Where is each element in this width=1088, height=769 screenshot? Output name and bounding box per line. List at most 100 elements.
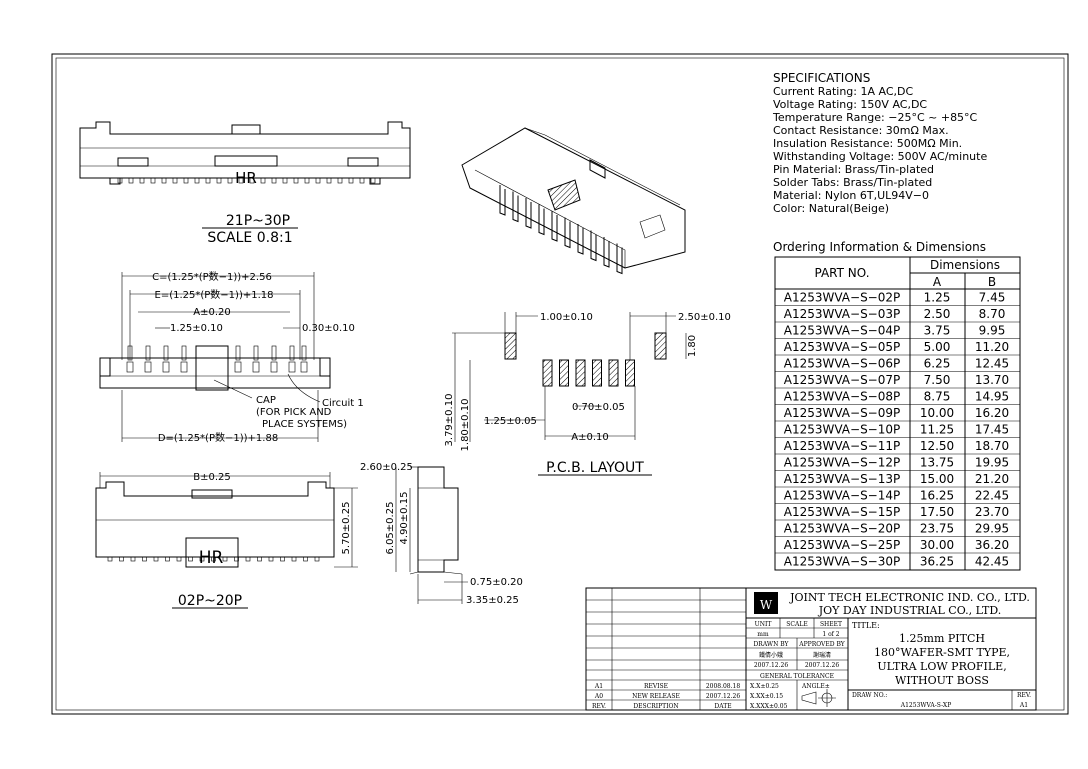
pin-tab (183, 177, 189, 184)
bottom-view-label: 02P~20P (178, 593, 242, 609)
bottom-pin (211, 556, 216, 562)
front-pin (271, 345, 277, 361)
dim-b-cell: 23.70 (975, 505, 1009, 519)
dim-a-cell: 17.50 (920, 505, 954, 519)
dim-a-cell: 10.00 (920, 406, 954, 420)
part-number-cell: A1253WVA−S−02P (784, 291, 901, 305)
tol-3: X.XXX±0.05 (750, 703, 788, 710)
dim-b-cell: 12.45 (975, 357, 1009, 371)
pcb-dim-379: 3.79±0.10 (444, 394, 455, 447)
dim-a-cell: 36.25 (920, 555, 954, 569)
draw-no-label: DRAW NO.: (852, 692, 887, 699)
pin-tab (238, 177, 244, 184)
pin-tab (172, 177, 178, 184)
part-number-cell: A1253WVA−S−14P (784, 489, 901, 503)
ordering-table: Ordering Information & Dimensions PART N… (773, 240, 1021, 571)
spec-line: Color: Natural(Beige) (773, 202, 889, 215)
pcb-dim-a010: A±0.10 (571, 432, 609, 443)
spec-line: Solder Tabs: Brass/Tin-plated (773, 176, 932, 189)
bottom-pin (119, 556, 124, 562)
date-cell: 2008.08.18 (706, 683, 741, 690)
spec-line: Insulation Resistance: 500MΩ Min. (773, 137, 962, 150)
front-pin-slot (252, 361, 260, 373)
part-number-cell: A1253WVA−S−13P (784, 472, 901, 486)
bottom-pin (222, 556, 228, 562)
bottom-pin (280, 556, 285, 562)
pin-tab (337, 177, 343, 184)
front-pin-slot (126, 361, 134, 373)
col-dims-header: Dimensions (930, 258, 1000, 272)
dim-h490: 4.90±0.15 (399, 492, 410, 545)
pin-tab (139, 177, 145, 184)
dim-a-cell: 5.00 (924, 340, 951, 354)
dim-a-cell: 11.25 (920, 423, 954, 437)
bottom-view-02-20: HR B±0.25 5.70±0.25 02P~20P (95, 472, 358, 609)
desc-cell: REVISE (644, 683, 668, 690)
pcb-dim-180: 1.80 (687, 335, 698, 357)
rev-header: REV. (592, 703, 606, 710)
dim-b-cell: 11.20 (975, 340, 1009, 354)
spec-line: Pin Material: Brass/Tin-plated (773, 163, 934, 176)
bottom-pin (199, 556, 205, 562)
front-pin (145, 345, 151, 361)
pin-tab (304, 177, 310, 184)
dim-a-cell: 13.75 (920, 456, 954, 470)
spec-line: Material: Nylon 6T,UL94V−0 (773, 189, 929, 202)
title-line: WITHOUT BOSS (895, 674, 989, 687)
title-line: 1.25mm PITCH (899, 632, 985, 645)
part-number-cell: A1253WVA−S−11P (784, 439, 901, 453)
bottom-pin (291, 556, 297, 562)
front-pin (253, 345, 259, 361)
dim-b-cell: 9.95 (979, 324, 1006, 338)
bottom-pin (153, 556, 159, 562)
company-name-1: JOINT TECH ELECTRONIC IND. CO., LTD. (789, 591, 1030, 604)
dim-a-cell: 1.25 (924, 291, 951, 305)
specifications-block: SPECIFICATIONS Current Rating: 1A AC,DC … (772, 71, 987, 215)
dim-b-cell: 29.95 (975, 522, 1009, 536)
pin-tab (117, 177, 123, 184)
bottom-pin (234, 556, 239, 562)
pin-tab (150, 177, 156, 184)
spec-line: Withstanding Voltage: 500V AC/minute (773, 150, 987, 163)
approved-by-name: 謝瑞清 (813, 651, 831, 659)
pin-tab (370, 177, 376, 184)
date-header: DATE (714, 703, 731, 710)
front-pin-slot (270, 361, 278, 373)
approved-by-label: APPROVED BY (798, 641, 845, 648)
pcb-pad (608, 359, 619, 387)
desc-cell: NEW RELEASE (632, 693, 680, 700)
pin-tab (205, 177, 211, 184)
dim-w335: 3.35±0.25 (466, 595, 519, 606)
drawn-date: 2007.12.26 (754, 662, 789, 669)
dim-a-cell: 15.00 (920, 472, 954, 486)
side-view: 2.60±0.25 6.05±0.25 4.90±0.15 0.75±0.20 … (360, 462, 523, 606)
dim-a-cell: 8.75 (924, 390, 951, 404)
front-pin-slot (234, 361, 242, 373)
pcb-dim-100: 1.00±0.10 (540, 312, 593, 323)
pin-tab (260, 177, 266, 184)
tol-2: X.XX±0.15 (750, 693, 783, 700)
dim-a-cell: 23.75 (920, 522, 954, 536)
front-pin (163, 345, 169, 361)
pin-tab (161, 177, 167, 184)
dim-a-cell: 12.50 (920, 439, 954, 453)
sheet-label: SHEET (820, 621, 842, 628)
col-b-header: B (988, 275, 996, 289)
scale-label: SCALE 0.8:1 (207, 230, 292, 246)
iso-pin (577, 224, 584, 255)
bottom-pin (176, 556, 182, 562)
title-line: ULTRA LOW PROFILE, (877, 660, 1006, 673)
part-number-cell: A1253WVA−S−05P (784, 340, 901, 354)
dim-pitch: 1.25±0.10 (170, 323, 223, 334)
cap-label-2: (FOR PICK AND (256, 407, 332, 418)
pcb-layout-label: P.C.B. LAYOUT (546, 460, 644, 476)
hr-mark-top: HR (235, 169, 257, 187)
pin-tab (271, 177, 277, 184)
dim-a-cell: 7.50 (924, 373, 951, 387)
dim-a-cell: 6.25 (924, 357, 951, 371)
part-number-cell: A1253WVA−S−07P (784, 373, 901, 387)
dim-b025: B±0.25 (193, 472, 231, 483)
projection-symbol (801, 689, 836, 707)
title-line: 180°WAFER-SMT TYPE, (874, 646, 1010, 659)
